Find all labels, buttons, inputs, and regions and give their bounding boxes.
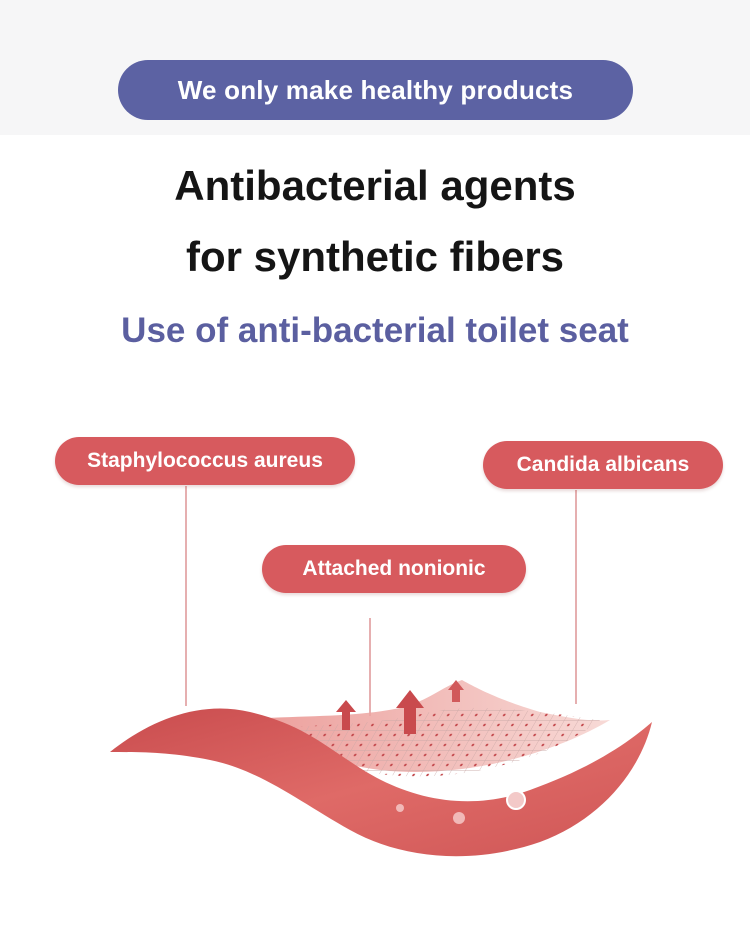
subtitle: Use of anti-bacterial toilet seat: [121, 311, 629, 350]
bacteria-particle-icon: [453, 812, 465, 824]
up-arrow-icon: [448, 680, 464, 702]
up-arrow-icon: [396, 690, 424, 734]
fabric-base: [110, 708, 652, 857]
headline-line-1: Antibacterial agents: [174, 162, 576, 209]
fabric-layer-illustration: [110, 486, 652, 857]
candida-callout: Candida albicans: [483, 441, 723, 489]
up-arrow-icon: [336, 700, 356, 730]
healthy-products-banner: We only make healthy products: [118, 60, 633, 120]
bacteria-particle-icon: [396, 804, 404, 812]
headline-line-2: for synthetic fibers: [185, 233, 565, 280]
staphylococcus-callout: Staphylococcus aureus: [55, 437, 355, 485]
bacteria-particle-icon: [506, 790, 526, 810]
nonionic-callout: Attached nonionic: [262, 545, 526, 593]
